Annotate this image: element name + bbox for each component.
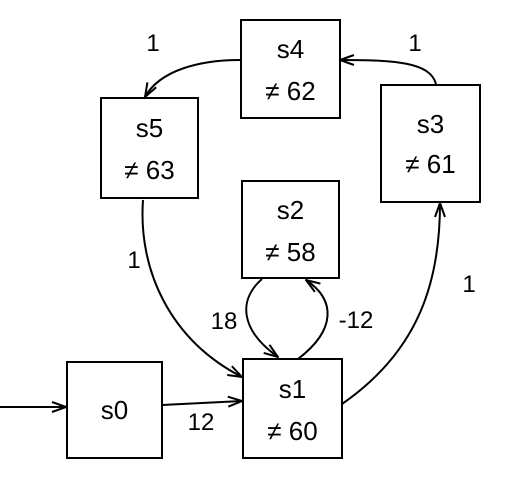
node-s4-box [240, 19, 341, 119]
edge-s1-s2 [297, 280, 329, 360]
node-s3-constraint: ≠ 61 [405, 149, 455, 179]
edge-label-s1-s3: 1 [462, 271, 475, 298]
node-s4-label: s4 [277, 34, 304, 64]
edge-label-s5-s1: 1 [127, 247, 140, 274]
node-s3-box [380, 84, 481, 203]
edge-label-s0-s1: 12 [188, 409, 215, 436]
edge-label-s1-s2: -12 [339, 307, 374, 334]
edge-s5-s1 [141, 199, 242, 377]
edge-s3-s4 [340, 60, 437, 85]
node-s2-constraint: ≠ 58 [265, 237, 315, 267]
edges [0, 60, 440, 407]
edge-s4-s5 [145, 59, 241, 97]
node-s0-label: s0 [101, 395, 128, 425]
edge-label-s2-s1: 18 [211, 308, 238, 335]
node-s1: s1 ≠ 60 [242, 358, 343, 459]
node-s5-constraint: ≠ 63 [124, 155, 174, 185]
node-s4: s4 ≠ 62 [240, 19, 341, 119]
edge-s0-s1 [161, 401, 242, 405]
node-s3: s3 ≠ 61 [380, 84, 481, 203]
node-s4-constraint: ≠ 62 [265, 76, 315, 106]
node-s1-box [242, 358, 343, 459]
node-s2: s2 ≠ 58 [241, 180, 340, 279]
node-s2-label: s2 [277, 195, 304, 225]
node-s5-box [100, 97, 199, 199]
edge-labels: 12 -12 18 1 1 1 1 [127, 30, 475, 436]
node-s0: s0 [66, 361, 163, 459]
node-s3-label: s3 [417, 109, 444, 139]
node-s5-label: s5 [136, 113, 163, 143]
node-s1-label: s1 [279, 374, 306, 404]
node-s1-constraint: ≠ 60 [267, 416, 317, 446]
node-s5: s5 ≠ 63 [100, 97, 199, 199]
edge-label-s3-s4: 1 [408, 30, 421, 57]
node-s2-box [241, 180, 340, 279]
node-s0-box [66, 361, 163, 459]
edge-s2-s1 [245, 278, 278, 357]
edge-s1-s3 [341, 203, 440, 405]
edge-label-s4-s5: 1 [146, 30, 159, 57]
